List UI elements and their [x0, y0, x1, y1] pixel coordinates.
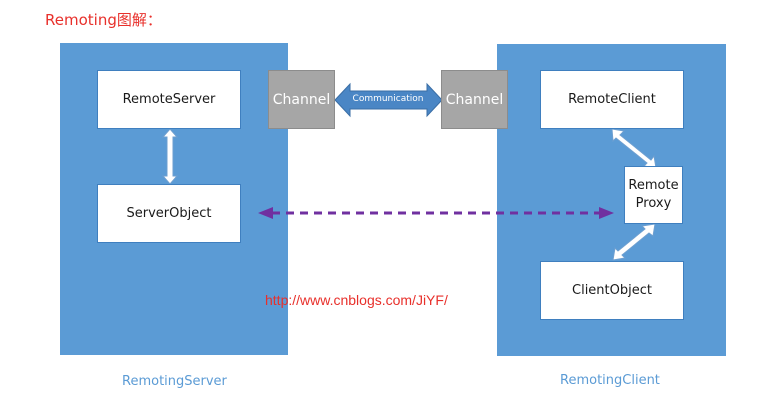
proxy-clientobject-arrow — [612, 223, 656, 261]
remote-proxy-line2: Proxy — [635, 196, 672, 211]
client-proxy-arrow — [611, 128, 657, 169]
server-caption: RemotingServer — [122, 374, 227, 389]
server-vertical-arrow — [161, 128, 179, 185]
remote-server-box: RemoteServer — [97, 70, 241, 129]
remote-proxy-box: Remote Proxy — [624, 166, 683, 224]
client-caption: RemotingClient — [560, 373, 660, 388]
client-object-box: ClientObject — [540, 261, 684, 320]
channel-left: Channel — [268, 70, 335, 129]
server-object-box: ServerObject — [97, 184, 241, 243]
channel-right: Channel — [441, 70, 508, 129]
page-title: Remoting图解： — [45, 11, 162, 29]
dashed-arrow-head-left — [258, 207, 273, 219]
remote-client-box: RemoteClient — [540, 70, 684, 129]
communication-label: Communication — [352, 94, 424, 104]
url-watermark: http://www.cnblogs.com/JiYF/ — [265, 292, 448, 308]
dashed-arrow-head-right — [599, 207, 614, 219]
remote-proxy-line1: Remote — [628, 178, 679, 193]
